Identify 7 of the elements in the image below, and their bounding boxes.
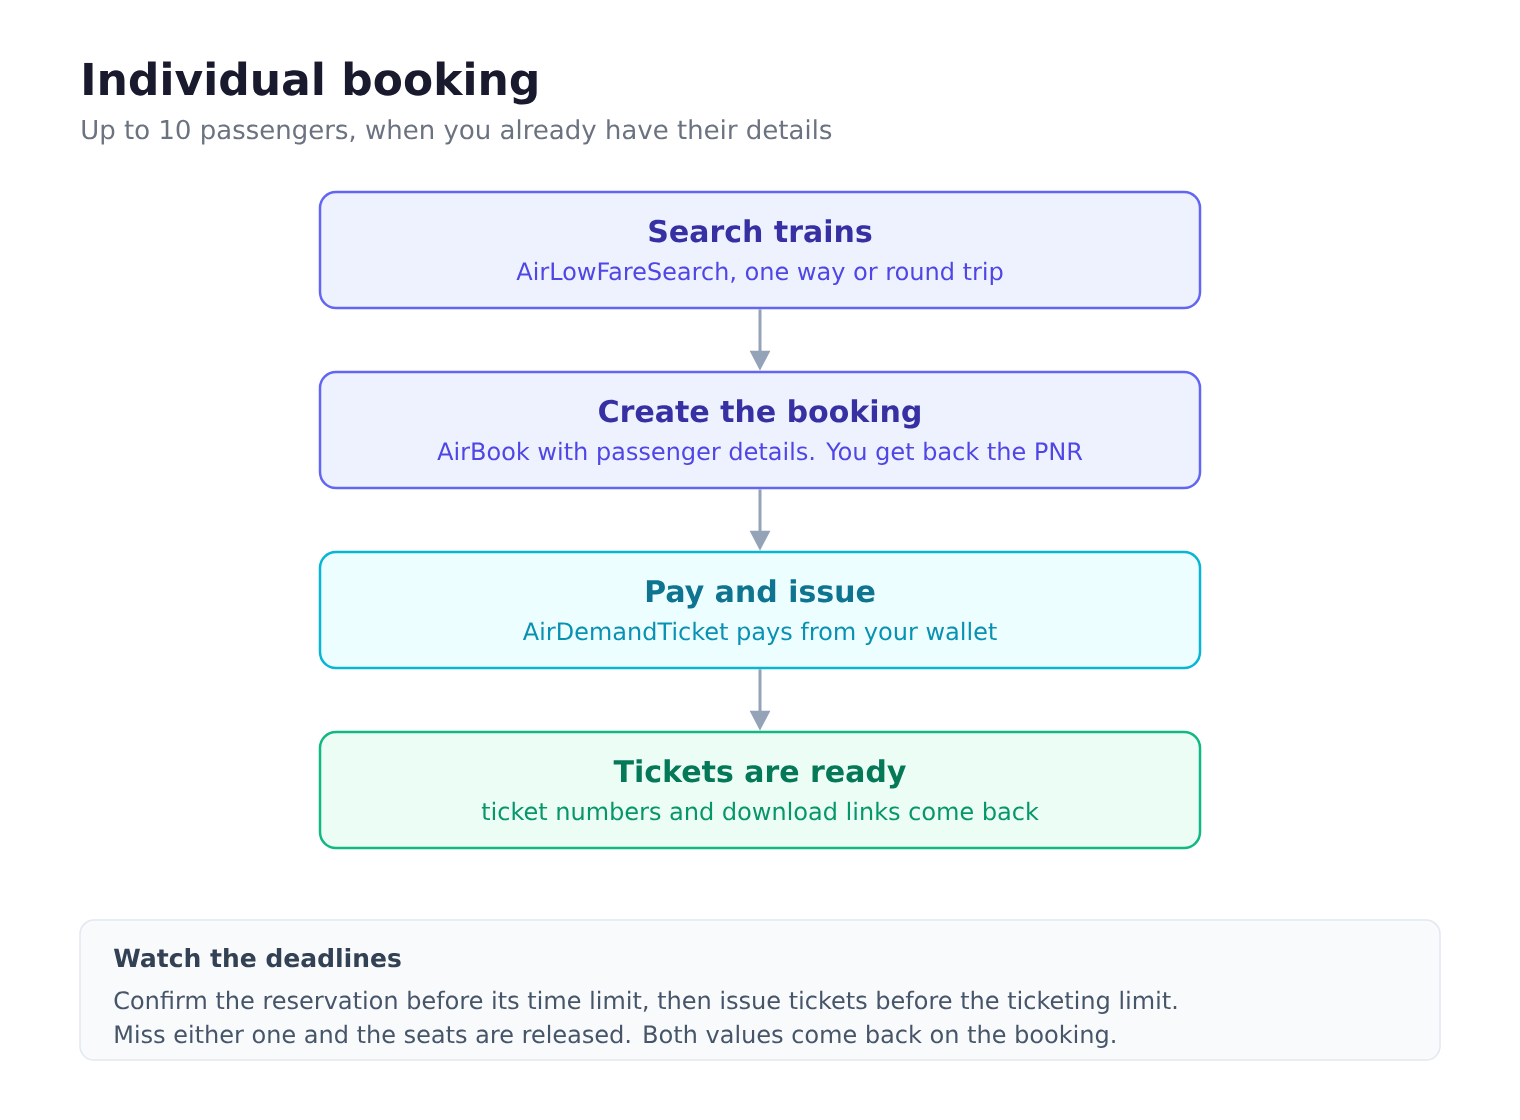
process-box: Pay and issue AirDemandTicket pays from your wallet bbox=[318, 550, 1202, 670]
title: Individual booking bbox=[84, 61, 537, 105]
subtitle: Up to 10 passengers, when you already have their details bbox=[82, 119, 832, 145]
note-box: Watch the deadlines Confirm the reservation before its time limit, then issue tickets before the ticketing limit. Miss either one and the seats are released. Both values come back on the booking. bbox=[79, 919, 1441, 1061]
process-box: Search trains AirLowFareSearch, one way or round trip bbox=[318, 190, 1202, 310]
process-box: Create the booking AirBook with passenger details. You get back the PNR bbox=[318, 370, 1202, 490]
process-box: Tickets are ready ticket numbers and download links come back bbox=[318, 730, 1202, 850]
